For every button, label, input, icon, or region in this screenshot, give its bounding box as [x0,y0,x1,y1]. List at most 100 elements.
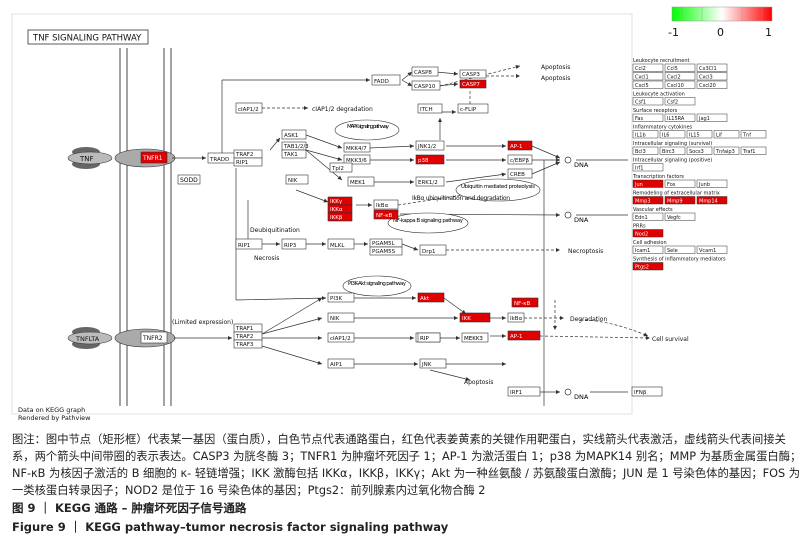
panel-sec3-title: Surface receptors [633,108,678,114]
node-traf2-label: TRAF2 [235,152,253,158]
panel-gene-box [740,130,767,139]
panel-gene-label: Nod2 [635,232,648,238]
node-drp1-label: Drp1 [422,249,436,255]
panel-gene-label: Ptgs2 [635,265,649,271]
apoptosis-label-2: Apoptosis [541,75,570,82]
node-pgam5s-box [369,246,403,256]
panel-gene-box [632,212,664,221]
tnfr1-receptor: TNFR1 [114,148,176,168]
node-ciap12b-box [327,332,355,343]
panel-gene-box [664,245,696,254]
panel-gene-label: Mmp14 [699,199,718,205]
panel-gene-box [664,196,696,205]
panel-gene-box [686,146,713,155]
panel-gene-label: Mmp9 [667,199,683,205]
nfkb-pathway-label: NF-kappa B signaling pathway [393,218,464,224]
node-rip3-label: RIP3 [284,243,297,249]
node-p38-label: p38 [418,158,429,164]
node-mek1-box [347,176,375,187]
node-traf2b-label: TRAF2 [235,334,253,340]
panel-gene-box [664,113,696,122]
node-casp8-label: CASP8 [414,70,432,76]
node-rip1-label: RIP1 [236,160,248,166]
node-pgam5s-label: PGAM5S [372,249,396,255]
figure-note: 图注：图中节点（矩形框）代表某一基因（蛋白质），白色节点代表通路蛋白，红色代表姜… [12,433,802,497]
node-mkk47-label: MKK4/7 [346,146,367,152]
node-akt-box [417,292,445,303]
node-mkk36-box [343,154,371,165]
sodd-node [177,174,201,185]
node-traf1-label: TRAF1 [235,326,253,332]
node-rip3-box [281,238,307,250]
node-tpl2-label: Tpl2 [331,166,344,172]
node-cflip-box [457,103,489,114]
panel-gene-box [696,179,728,188]
panel-gene-box [632,63,664,72]
panel-gene-label: Cxcl20 [699,83,716,89]
node-rip1-box [233,157,263,167]
panel-gene-box [713,130,740,139]
panel-gene-label: Icam1 [635,248,650,254]
panel-gene-box [664,212,696,221]
node-cebpb-label: c/EBPβ [510,158,529,164]
node-nik2-label: NIK [330,316,340,322]
panel-gene-label: Sele [667,248,678,254]
panel-gene-box [632,72,664,81]
node-ikk2-label: IKK [462,316,471,322]
panel-gene-box [632,163,664,172]
figure-title-cn: 图 9 ｜ KEGG 通路 – 肿瘤坏死因子信号通路 [12,501,247,515]
panel-gene-label: Csf2 [667,100,678,106]
node-traf3-box [233,339,263,349]
node-casp10-box [411,80,441,91]
node-ikba2-label: IkBα [510,316,523,322]
panel-gene-box [696,80,728,89]
svg-text:TNFR2: TNFR2 [142,335,163,342]
apoptosis-label-1: Apoptosis [541,64,570,71]
necroptosis-label: Necroptosis [568,248,603,255]
node-pi3k_box-box [327,292,355,303]
panel-gene-label: Ccl5 [667,66,678,72]
node-casp3-label: CASP3 [462,72,480,78]
panel-gene-label: Cxcl2 [667,75,681,81]
gene-nodes: TRADDTRAF2RIP1FADDCASP8CASP10CASP3CASP7c… [207,66,663,397]
node-mekk3-box2 [461,332,489,343]
node-tab-label: TAB1/2/3 [283,144,309,150]
panel-gene-label: Birc3 [662,149,675,155]
diagram-frame [11,13,633,415]
node-mek1-label: MEK1 [350,180,365,186]
color-legend: -1 0 1 [668,6,773,39]
node-ikba-label: IkBα [376,203,389,209]
node-irf1-box [507,386,541,397]
node-irf1-label: IRF1 [510,390,522,396]
node-nfkb-label: NF-κB [376,213,393,219]
node-aip1-label: AIP1 [330,362,342,368]
node-pi3k_box-label: PI3K [330,296,342,302]
node-ikk2-box [459,312,491,323]
node-rip1b-label: RIP1 [238,243,250,249]
panel-gene-label: Cxcl10 [667,83,684,89]
panel-gene-label: Fos [667,182,676,188]
panel-gene-box [632,130,659,139]
panel-gene-box [632,80,664,89]
panel-gene-box [632,179,664,188]
ciap-degradation-label: cIAP1/2 degradation [312,106,373,113]
cell-survival-label: Cell survival [652,336,689,343]
node-nfkb2-label: NF-κB [514,301,531,307]
footer-line-1: Data on KEGG graph [18,406,85,414]
node-jnk-box [415,140,445,151]
panel-sec8-title: Remodeling of extracellular matrix [633,191,720,197]
node-tradd-label: TRADD [209,157,229,163]
ubiquitin-pathway-label: Ubiquitin mediated proteolysis [461,184,535,190]
dna-label-3: DNA [574,393,589,401]
node-nfkb2-box [511,297,539,308]
node-mlkl-label: MLKL [330,243,345,249]
panel-gene-label: Bcl3 [635,149,646,155]
legend-min: -1 [668,26,679,39]
node-ikba-box [373,199,399,210]
node-cebpb-box [507,154,533,165]
node-tak1-box [281,149,307,159]
panel-gene-box [664,97,696,106]
svg-text:TNFLTA: TNFLTA [75,335,100,343]
panel-gene-box [696,113,728,122]
